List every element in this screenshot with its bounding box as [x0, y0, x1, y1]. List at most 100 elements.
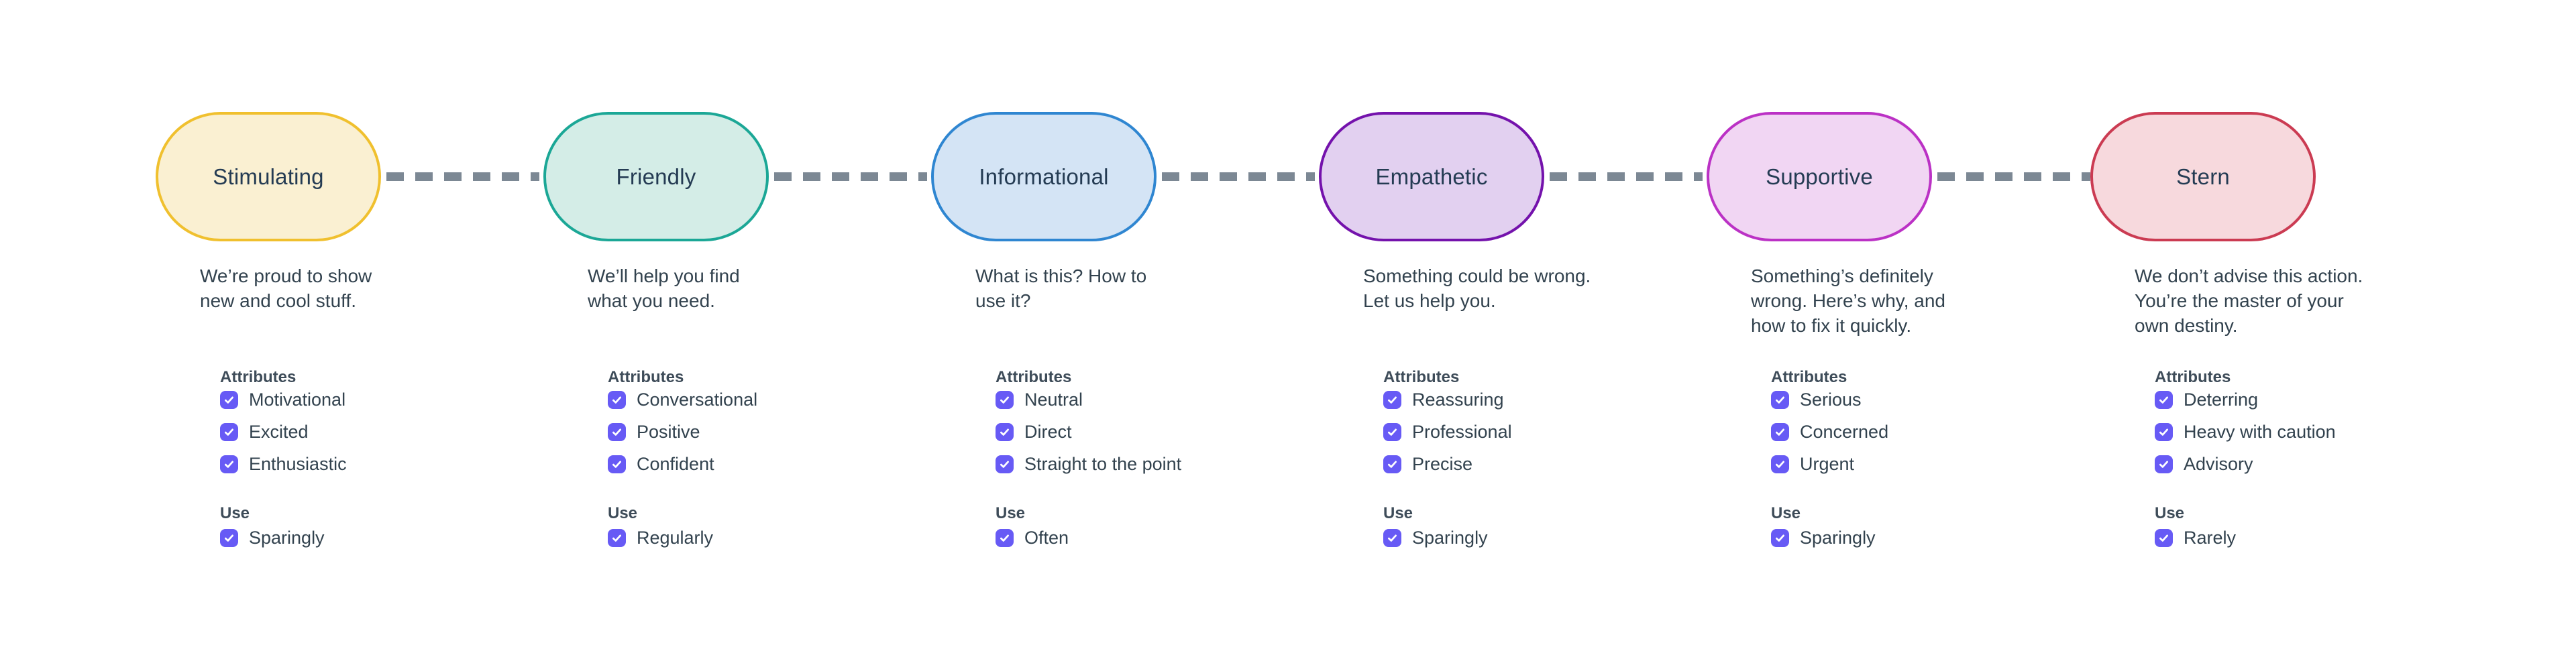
check-icon [1388, 428, 1397, 436]
attribute-label: Professional [1412, 421, 1512, 442]
attributes-heading: Attributes [2155, 368, 2231, 386]
check-icon [1000, 534, 1009, 542]
attributes-heading: Attributes [220, 368, 297, 386]
use-label: Often [1024, 527, 1069, 548]
tone-column-friendly: Friendly We’ll help you find what you ne… [543, 112, 927, 554]
use-label: Sparingly [1800, 527, 1876, 548]
attribute-checkbox[interactable] [608, 422, 626, 441]
attribute-row: Confident [608, 453, 757, 475]
attribute-checkbox[interactable] [608, 390, 626, 409]
check-icon [225, 534, 233, 542]
attribute-checkbox[interactable] [220, 390, 238, 409]
tone-pill-label: Stimulating [213, 164, 324, 189]
attribute-label: Urgent [1800, 453, 1855, 474]
tone-description: We don’t advise this action. You’re the … [2135, 263, 2363, 338]
use-heading: Use [1383, 504, 1413, 522]
attribute-checkbox[interactable] [1771, 455, 1789, 473]
use-checkbox[interactable] [996, 528, 1014, 547]
attribute-checkbox[interactable] [1383, 390, 1401, 409]
tone-description: We’ll help you find what you need. [588, 263, 740, 313]
use-checkbox[interactable] [2155, 528, 2173, 547]
description-line: Something’s definitely [1751, 266, 1933, 286]
description-line: You’re the master of your [2135, 290, 2344, 311]
tone-description: Something could be wrong. Let us help yo… [1363, 263, 1591, 313]
attribute-label: Precise [1412, 453, 1473, 474]
attribute-checkbox[interactable] [220, 455, 238, 473]
check-icon [612, 461, 621, 468]
connector-dashed-line [774, 172, 927, 181]
use-heading: Use [996, 504, 1026, 522]
attribute-row: Precise [1383, 453, 1512, 475]
use-checkbox[interactable] [1383, 528, 1401, 547]
attribute-row: Urgent [1771, 453, 1888, 475]
tone-column-empathetic: Empathetic Something could be wrong. Let… [1319, 112, 1703, 554]
attribute-row: Excited [220, 420, 347, 443]
use-heading: Use [608, 504, 638, 522]
attributes-list: Conversational Positive Confident [608, 388, 757, 485]
attribute-row: Neutral [996, 388, 1181, 411]
tone-pill-label: Supportive [1766, 164, 1873, 189]
attribute-checkbox[interactable] [2155, 390, 2173, 409]
description-line: how to fix it quickly. [1751, 315, 1912, 336]
use-label: Regularly [637, 527, 714, 548]
check-icon [2159, 396, 2168, 404]
attributes-list: Serious Concerned Urgent [1771, 388, 1888, 485]
attribute-label: Straight to the point [1024, 453, 1182, 474]
check-icon [2159, 428, 2168, 436]
use-list: Sparingly [220, 526, 325, 558]
attribute-row: Straight to the point [996, 453, 1181, 475]
attribute-checkbox[interactable] [2155, 422, 2173, 441]
attribute-row: Concerned [1771, 420, 1888, 443]
attribute-checkbox[interactable] [1771, 390, 1789, 409]
attribute-checkbox[interactable] [1383, 455, 1401, 473]
attributes-heading: Attributes [1383, 368, 1460, 386]
use-heading: Use [1771, 504, 1801, 522]
attribute-label: Conversational [637, 389, 758, 410]
use-row: Sparingly [220, 526, 325, 549]
attribute-checkbox[interactable] [2155, 455, 2173, 473]
description-line: what you need. [588, 290, 715, 311]
check-icon [2159, 534, 2168, 542]
check-icon [1388, 534, 1397, 542]
attribute-label: Motivational [249, 389, 346, 410]
attribute-label: Heavy with caution [2184, 421, 2336, 442]
check-icon [1776, 396, 1784, 404]
use-checkbox[interactable] [608, 528, 626, 547]
tone-pill: Stern [2090, 112, 2316, 241]
use-list: Sparingly [1771, 526, 1876, 558]
use-label: Sparingly [249, 527, 325, 548]
attribute-row: Professional [1383, 420, 1512, 443]
use-checkbox[interactable] [1771, 528, 1789, 547]
attribute-checkbox[interactable] [996, 390, 1014, 409]
attribute-label: Serious [1800, 389, 1862, 410]
attribute-label: Deterring [2184, 389, 2259, 410]
attribute-checkbox[interactable] [1771, 422, 1789, 441]
attribute-label: Enthusiastic [249, 453, 347, 474]
check-icon [1776, 534, 1784, 542]
attributes-heading: Attributes [608, 368, 684, 386]
tone-pill-label: Stern [2176, 164, 2230, 189]
attribute-checkbox[interactable] [996, 422, 1014, 441]
attributes-heading: Attributes [996, 368, 1072, 386]
attribute-label: Advisory [2184, 453, 2253, 474]
attribute-row: Reassuring [1383, 388, 1512, 411]
attribute-row: Conversational [608, 388, 757, 411]
connector-dashed-line [1550, 172, 1703, 181]
check-icon [1776, 461, 1784, 468]
attribute-checkbox[interactable] [220, 422, 238, 441]
attribute-checkbox[interactable] [996, 455, 1014, 473]
check-icon [612, 396, 621, 404]
use-checkbox[interactable] [220, 528, 238, 547]
attributes-list: Deterring Heavy with caution Advisory [2155, 388, 2336, 485]
attribute-checkbox[interactable] [608, 455, 626, 473]
attribute-checkbox[interactable] [1383, 422, 1401, 441]
description-line: We’re proud to show [200, 266, 372, 286]
description-line: Let us help you. [1363, 290, 1496, 311]
tone-pill-label: Informational [979, 164, 1109, 189]
tone-pill: Stimulating [156, 112, 381, 241]
attributes-list: Neutral Direct Straight to the point [996, 388, 1181, 485]
attribute-row: Positive [608, 420, 757, 443]
use-label: Sparingly [1412, 527, 1488, 548]
tone-column-supportive: Supportive Something’s definitely wrong.… [1707, 112, 2090, 554]
